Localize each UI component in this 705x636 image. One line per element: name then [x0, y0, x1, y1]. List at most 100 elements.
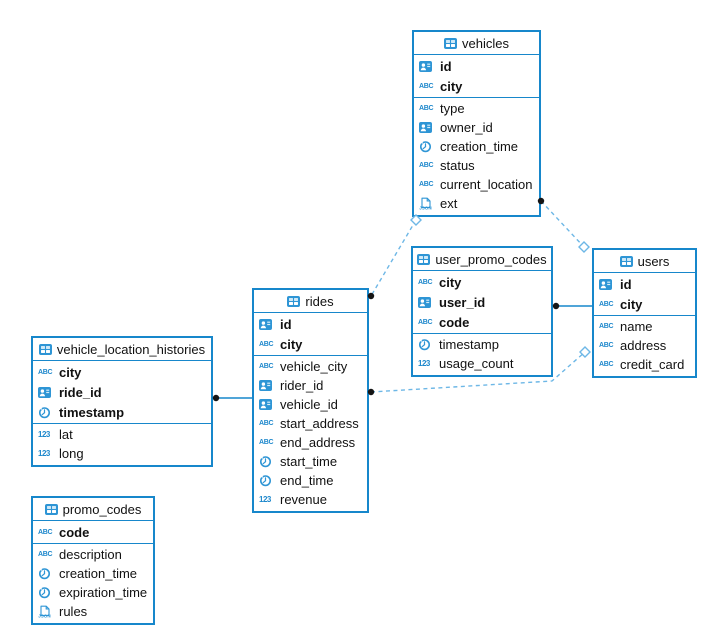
field-row-usage_count: 123 usage_count: [413, 354, 551, 373]
field-row-owner_id: owner_id: [414, 118, 539, 137]
field-row-id: id: [254, 314, 367, 334]
field-name: start_time: [280, 454, 338, 469]
field-name: creation_time: [59, 566, 138, 581]
svg-text:JSON: JSON: [38, 614, 51, 618]
field-row-creation_time: creation_time: [414, 137, 539, 156]
field-name: lat: [59, 427, 73, 442]
table-header-rides[interactable]: rides: [254, 290, 367, 313]
field-name: revenue: [280, 492, 327, 507]
id-badge-icon: [259, 380, 275, 391]
clock-icon: [259, 455, 275, 468]
table-icon: [44, 503, 58, 515]
number-type-icon: 123: [259, 494, 271, 504]
field-row-user_id: user_id: [413, 292, 551, 312]
field-row-revenue: 123 revenue: [254, 490, 367, 509]
field-name: type: [440, 101, 465, 116]
number-type-icon: 123: [38, 448, 50, 458]
text-type-icon: ABC: [419, 105, 434, 112]
field-name: user_id: [439, 294, 486, 310]
clock-icon: [259, 474, 275, 487]
id-badge-icon: [259, 399, 275, 410]
svg-text:JSON: JSON: [419, 206, 432, 210]
diamond-connector: [579, 346, 591, 358]
field-name: city: [59, 364, 82, 380]
text-type-icon: ABC: [418, 318, 433, 326]
table-header-promo_codes[interactable]: promo_codes: [33, 498, 153, 521]
number-type-icon: 123: [418, 358, 430, 368]
field-name: city: [620, 296, 643, 312]
relationship-line-vehicles-to-users: [540, 200, 585, 248]
field-row-current_location: ABC current_location: [414, 175, 539, 194]
table-icon: [417, 253, 431, 265]
columns-section: timestamp 123 usage_count: [413, 334, 551, 375]
field-row-creation_time: creation_time: [33, 564, 153, 583]
text-type-icon: ABC: [599, 323, 614, 330]
columns-section: 123 lat 123 long: [33, 424, 211, 465]
text-type-icon: ABC: [38, 528, 53, 536]
table-name: rides: [305, 293, 334, 309]
field-name: rider_id: [280, 378, 324, 393]
text-type-icon: ABC: [599, 361, 614, 368]
field-name: expiration_time: [59, 585, 148, 600]
field-name: timestamp: [439, 337, 499, 352]
primary-key-section: ABC code: [33, 521, 153, 544]
field-name: end_time: [280, 473, 334, 488]
id-badge-icon: [599, 278, 615, 290]
field-name: rules: [59, 604, 88, 619]
id-badge-icon: [419, 122, 435, 133]
id-badge-icon: [38, 386, 54, 398]
table-name: users: [637, 253, 670, 269]
table-header-vehicles[interactable]: vehicles: [414, 32, 539, 55]
field-name: ride_id: [59, 384, 102, 400]
table-header-user_promo_codes[interactable]: user_promo_codes: [413, 248, 551, 271]
field-row-start_time: start_time: [254, 452, 367, 471]
clock-icon: [38, 586, 54, 599]
field-name: city: [440, 78, 463, 94]
table-icon: [444, 37, 458, 49]
text-type-icon: ABC: [419, 181, 434, 188]
number-type-icon: 123: [38, 429, 50, 439]
table-name: user_promo_codes: [435, 251, 547, 267]
text-type-icon: ABC: [38, 368, 53, 376]
field-row-id: id: [414, 56, 539, 76]
table-header-users[interactable]: users: [594, 250, 695, 273]
field-name: vehicle_city: [280, 359, 348, 374]
field-row-vehicle_id: vehicle_id: [254, 395, 367, 414]
field-name: id: [620, 276, 632, 292]
field-row-long: 123 long: [33, 444, 211, 463]
table-header-vehicle_location_histories[interactable]: vehicle_location_histories: [33, 338, 211, 361]
field-name: code: [439, 314, 470, 330]
json-icon: JSON: [38, 605, 54, 618]
field-row-ride_id: ride_id: [33, 382, 211, 402]
field-name: status: [440, 158, 475, 173]
table-name: vehicle_location_histories: [56, 341, 206, 357]
text-type-icon: ABC: [419, 162, 434, 169]
field-row-code: ABC code: [413, 312, 551, 332]
field-name: long: [59, 446, 84, 461]
field-row-timestamp: timestamp: [33, 402, 211, 422]
field-name: code: [59, 524, 90, 540]
clock-icon: [38, 567, 54, 580]
field-row-timestamp: timestamp: [413, 335, 551, 354]
field-name: usage_count: [439, 356, 514, 371]
table-name: vehicles: [462, 35, 509, 51]
field-name: current_location: [440, 177, 533, 192]
field-name: address: [620, 338, 667, 353]
field-name: timestamp: [59, 404, 125, 420]
